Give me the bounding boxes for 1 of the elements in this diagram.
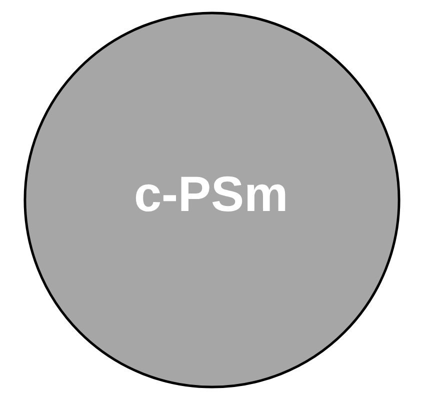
node-circle: c-PSm [23,12,400,388]
